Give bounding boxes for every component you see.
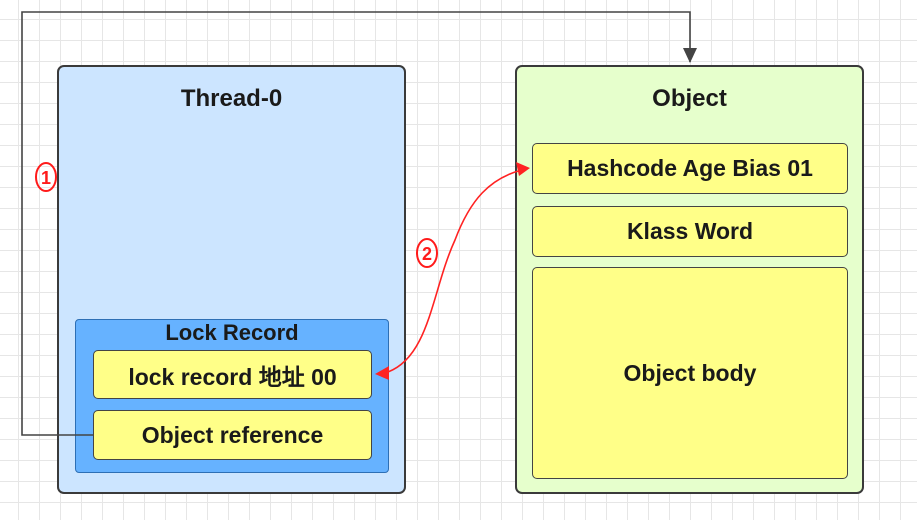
object-reference-field: Object reference	[93, 410, 372, 460]
klass-word-field: Klass Word	[532, 206, 848, 257]
lock-record-address-field: lock record 地址 00	[93, 350, 372, 399]
connector-arrowhead	[683, 48, 697, 63]
step1-label: 1	[41, 168, 51, 188]
step2-label: 2	[422, 244, 432, 264]
thread-title: Thread-0	[180, 85, 283, 112]
mark-word-field: Hashcode Age Bias 01	[532, 143, 848, 194]
step2-circle	[416, 238, 438, 268]
object-title: Object	[652, 85, 727, 112]
lock-record-title: Lock Record	[165, 320, 299, 345]
cas-swap-arrow	[387, 169, 523, 373]
step1-circle	[35, 162, 57, 192]
object-body-field: Object body	[532, 267, 848, 479]
